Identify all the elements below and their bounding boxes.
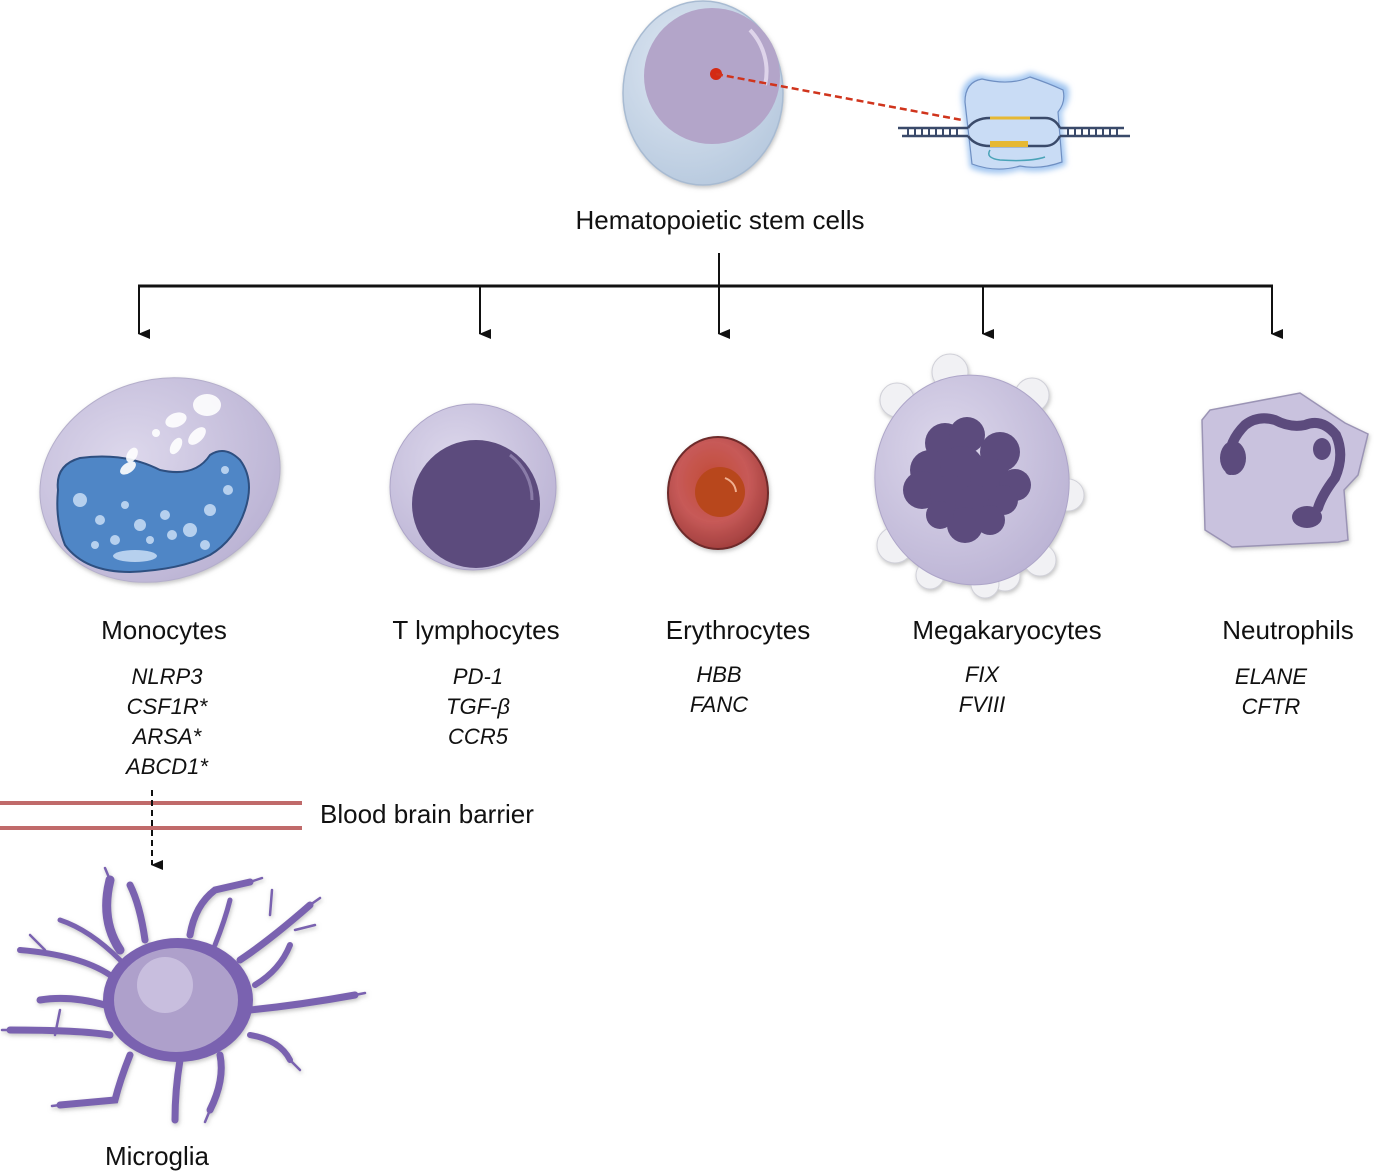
gene-item: PD-1 [452, 664, 504, 689]
microglia-label: Microglia [104, 1141, 210, 1171]
gene-item: HBB [696, 662, 742, 687]
microglia-cell-icon [0, 866, 367, 1124]
gene-list-neutrophils: ELANE CFTR [1235, 662, 1307, 722]
cell-label-megakaryocytes: Megakaryocytes [912, 615, 1102, 645]
erythrocyte-cell-icon [667, 436, 769, 550]
cell-label-monocytes: Monocytes [101, 615, 227, 645]
cell-label-t-lymphocytes: T lymphocytes [392, 615, 560, 645]
hsc-cell-icon [622, 0, 784, 186]
neutrophil-cell-icon [1201, 392, 1369, 548]
monocyte-cell-icon [39, 377, 281, 583]
cell-label-neutrophils: Neutrophils [1222, 615, 1354, 645]
lineage-tree-connector [138, 253, 1273, 288]
blood-brain-barrier-label: Blood brain barrier [320, 799, 534, 829]
gene-item: CCR5 [448, 724, 508, 749]
gene-list-monocytes: NLRP3 CSF1R* ARSA* ABCD1* [126, 662, 208, 782]
megakaryocyte-cell-icon [874, 353, 1085, 599]
gene-item: ABCD1* [126, 754, 208, 779]
gene-item: FVIII [958, 692, 1006, 717]
hsc-label: Hematopoietic stem cells [575, 205, 865, 235]
gene-item: TGF-β [446, 694, 510, 719]
cell-label-erythrocytes: Erythrocytes [665, 615, 811, 645]
gene-item: FANC [689, 692, 749, 717]
gene-list-t-lymphocytes: PD-1 TGF-β CCR5 [446, 662, 510, 752]
gene-item: CSF1R* [126, 694, 208, 719]
gene-item: CFTR [1241, 694, 1301, 719]
branch-arrows [138, 286, 1283, 339]
gene-item: ARSA* [132, 724, 202, 749]
gene-item: ELANE [1234, 664, 1308, 689]
dashed-link-line [715, 72, 963, 122]
t-lymphocyte-cell-icon [389, 403, 557, 571]
gene-item: FIX [964, 662, 1000, 687]
gene-list-erythrocytes: HBB FANC [690, 660, 748, 720]
gene-list-megakaryocytes: FIX FVIII [959, 660, 1005, 720]
gene-item: NLRP3 [131, 664, 203, 689]
gene-editing-complex-icon [898, 72, 1130, 174]
